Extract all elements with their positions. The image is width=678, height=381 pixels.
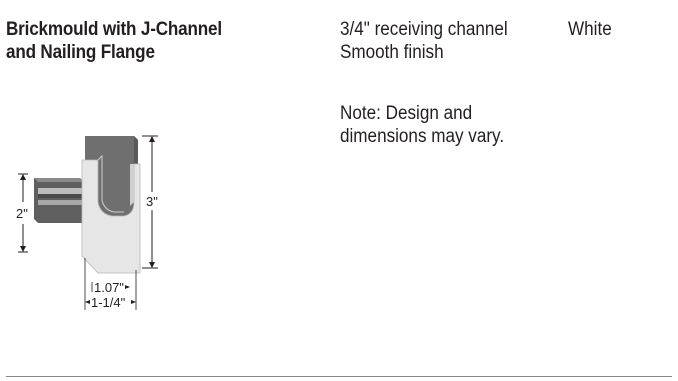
dimension-label-width-outer: 1-1/4" [91,295,126,310]
dimension-width-inner [91,282,130,292]
brickmould-profile-drawing [34,136,141,274]
dimension-extension-lines [84,258,137,310]
dimension-height-left [18,173,28,253]
dimension-label-height-left: 2" [16,206,28,221]
note-line-1: Note: Design and [340,103,473,124]
dimension-label-height-right: 3" [146,194,158,209]
product-title-line-2: and Nailing Flange [6,42,155,63]
section-divider [6,376,672,377]
product-specs: 3/4" receiving channel Smooth finish [340,18,508,64]
spec-line-channel: 3/4" receiving channel [340,19,508,40]
note-line-2: dimensions may vary. [340,126,505,147]
color-value: White [568,19,612,40]
dimension-height-right [142,135,158,269]
product-title: Brickmould with J-Channel and Nailing Fl… [6,18,276,64]
product-profile-figure: 2" 3" 1.07" 1-1/4" [16,135,158,310]
dimension-width-outer [85,300,136,304]
dimension-label-width-inner: 1.07" [94,280,124,295]
design-note: Note: Design and dimensions may vary. [340,102,504,148]
product-title-line-1: Brickmould with J-Channel [6,19,222,40]
spec-line-finish: Smooth finish [340,42,444,63]
